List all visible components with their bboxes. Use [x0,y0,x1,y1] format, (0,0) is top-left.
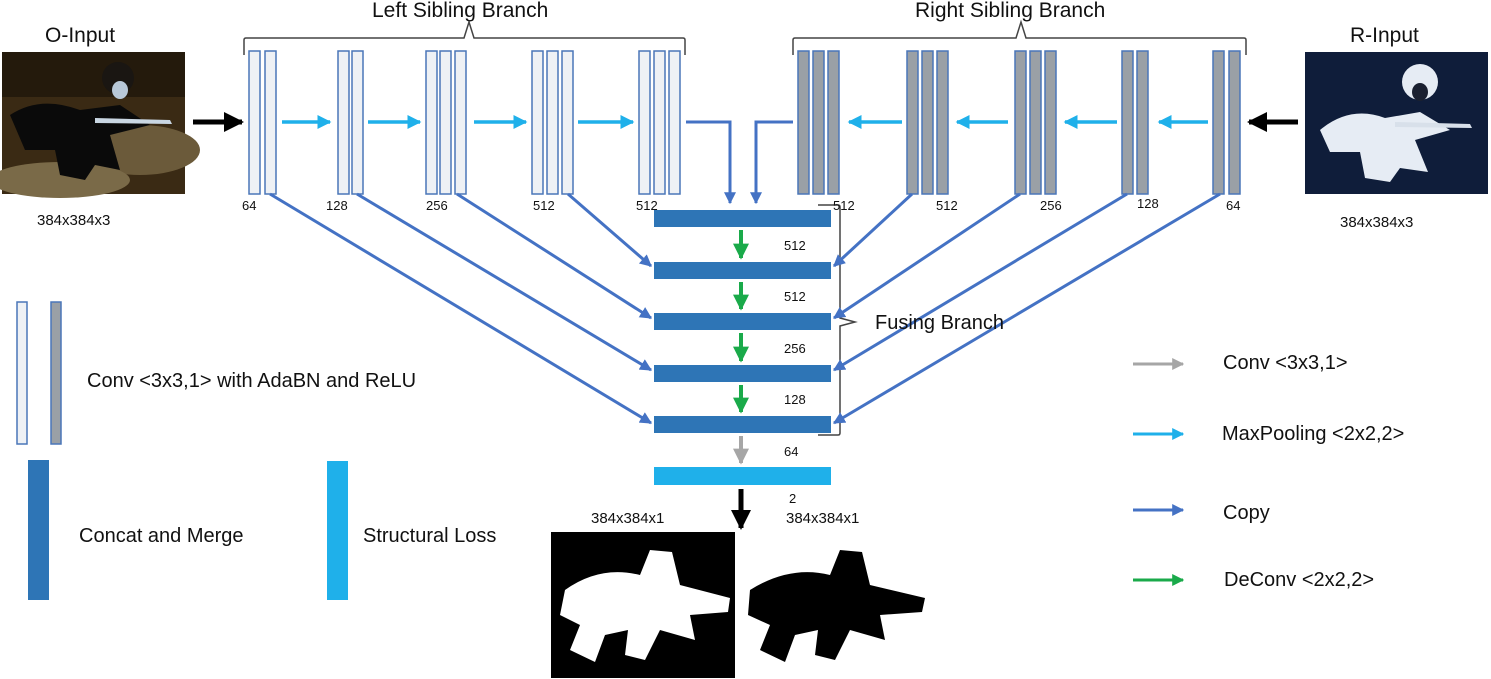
legend-maxpool-arrow-label: MaxPooling <2x2,2> [1222,423,1405,445]
right-branch-brace [792,19,1247,55]
left-stage-label: 512 [533,198,555,213]
fusing-stage-label: 128 [784,392,806,407]
right-stage-label: 64 [1226,198,1241,213]
o-input-title: O-Input [45,24,116,47]
output-dims-right: 384x384x1 [786,510,860,527]
fusing-stage-label: 64 [784,444,799,459]
right-stage-blocks [797,50,1241,195]
output-dims-left: 384x384x1 [591,510,665,527]
output-map-background [742,532,928,678]
r-input-title: R-Input [1350,24,1419,47]
left-stage-blocks [248,50,681,195]
legend-conv-arrow-label: Conv <3x3,1> [1223,352,1348,374]
legend-concat-bar [28,460,49,600]
legend-structural-label: Structural Loss [363,525,497,547]
structural-loss-bar [654,467,831,485]
fusing-branch-brace [818,204,858,436]
legend-concat-label: Concat and Merge [79,525,244,547]
o-input-dims: 384x384x3 [37,212,111,229]
fusing-branch-label: Fusing Branch [875,312,1004,334]
legend-copy-arrow-label: Copy [1223,502,1270,524]
right-stage-label: 128 [1137,196,1159,211]
fusing-stage-label: 512 [784,238,806,253]
legend-conv-blocks [16,301,62,445]
legend-conv-block-label: Conv <3x3,1> with AdaBN and ReLU [87,370,417,392]
copy-arrows [269,120,1221,425]
fusing-stage-label: 512 [784,289,806,304]
legend-deconv-arrow-label: DeConv <2x2,2> [1224,569,1375,591]
r-input-image [1305,52,1488,194]
fusing-concat-bars [654,210,831,433]
output-map-foreground [551,532,735,678]
right-stage-label: 512 [936,198,958,213]
left-branch-brace [243,19,686,55]
right-stage-label: 256 [1040,198,1062,213]
o-input-image [0,52,200,198]
left-stage-label: 64 [242,198,257,213]
r-input-dims: 384x384x3 [1340,214,1414,231]
left-stage-label: 256 [426,198,448,213]
legend-structural-bar [327,461,348,600]
output-channels-label: 2 [789,491,797,506]
left-stage-label: 128 [326,198,348,213]
right-branch-label: Right Sibling Branch [915,0,1106,22]
left-stage-label: 512 [636,198,658,213]
fusing-stage-label: 256 [784,341,806,356]
left-branch-label: Left Sibling Branch [372,0,549,22]
right-stage-label: 512 [833,198,855,213]
